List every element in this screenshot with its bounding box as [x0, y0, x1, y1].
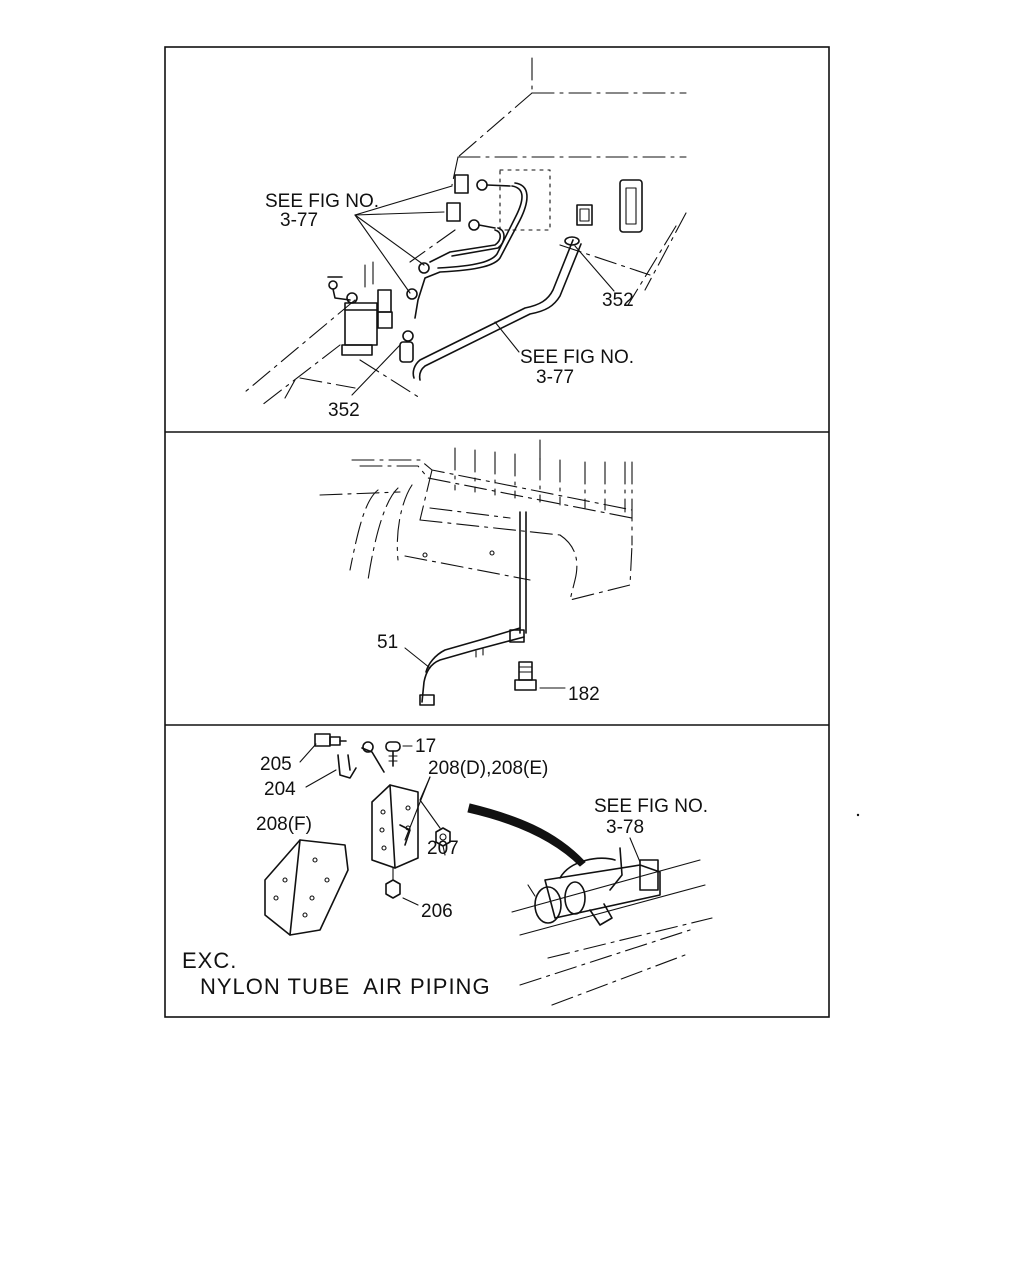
- see-fig-label-c-line1: SEE FIG NO.: [594, 796, 708, 817]
- see-fig-label-c-line2: 3-78: [606, 817, 644, 838]
- nut-part-206: [385, 867, 401, 899]
- part-number-352-right: 352: [602, 290, 634, 311]
- part-number-17: 17: [415, 736, 436, 757]
- bracket-part-208de: [371, 784, 419, 869]
- part-number-51: 51: [377, 632, 398, 653]
- pipe-fittings: [406, 174, 511, 300]
- part-number-182: 182: [568, 684, 600, 705]
- panel-clip-hardware: 205 17 204 208(D),208(E) 208(F) 207 206 …: [182, 733, 713, 1006]
- leader-lines-panel-1: [351, 185, 615, 396]
- panel-support-bracket: 51 182: [319, 439, 633, 706]
- bolt-part-182: [514, 661, 537, 691]
- leader-lines-panel-2: [404, 647, 566, 689]
- panel-air-piping-connections: SEE FIG NO. 3-77 352 SEE FIG NO. 3-77 35…: [244, 57, 687, 421]
- clip-part-204: [337, 741, 385, 779]
- see-fig-label-a-line2: 3-77: [280, 210, 318, 231]
- pipe-clamp-detail: [511, 847, 713, 1006]
- frame-body-outline: [244, 57, 687, 406]
- bulkhead-panel: [499, 169, 643, 233]
- part-number-208de: 208(D),208(E): [428, 758, 548, 779]
- scan-speck: [856, 813, 860, 817]
- diagram-frame: [164, 46, 830, 1018]
- part-number-206: 206: [421, 901, 453, 922]
- cab-outline: [319, 439, 633, 601]
- bracket-part-208f: [264, 839, 349, 936]
- detail-arrow: [467, 803, 586, 867]
- part-number-208f: 208(F): [256, 814, 312, 835]
- exclusion-note-line1: EXC.: [182, 948, 237, 973]
- see-fig-label-b-line1: SEE FIG NO.: [520, 347, 634, 368]
- exclusion-note-line2: NYLON TUBE AIR PIPING: [200, 974, 491, 999]
- bolt-part-205: [314, 733, 347, 747]
- leader-lines-panel-3: [299, 743, 641, 906]
- part-number-204: 204: [264, 779, 296, 800]
- air-pipes: [399, 182, 582, 381]
- bolt-part-17: [385, 741, 401, 767]
- see-fig-label-b-line2: 3-77: [536, 367, 574, 388]
- valve-assembly: [327, 276, 414, 356]
- mounting-bracket-part-51: [419, 511, 527, 706]
- see-fig-label-a-line1: SEE FIG NO.: [265, 191, 379, 212]
- part-number-352-left: 352: [328, 400, 360, 421]
- part-number-207: 207: [427, 838, 459, 859]
- part-number-205: 205: [260, 754, 292, 775]
